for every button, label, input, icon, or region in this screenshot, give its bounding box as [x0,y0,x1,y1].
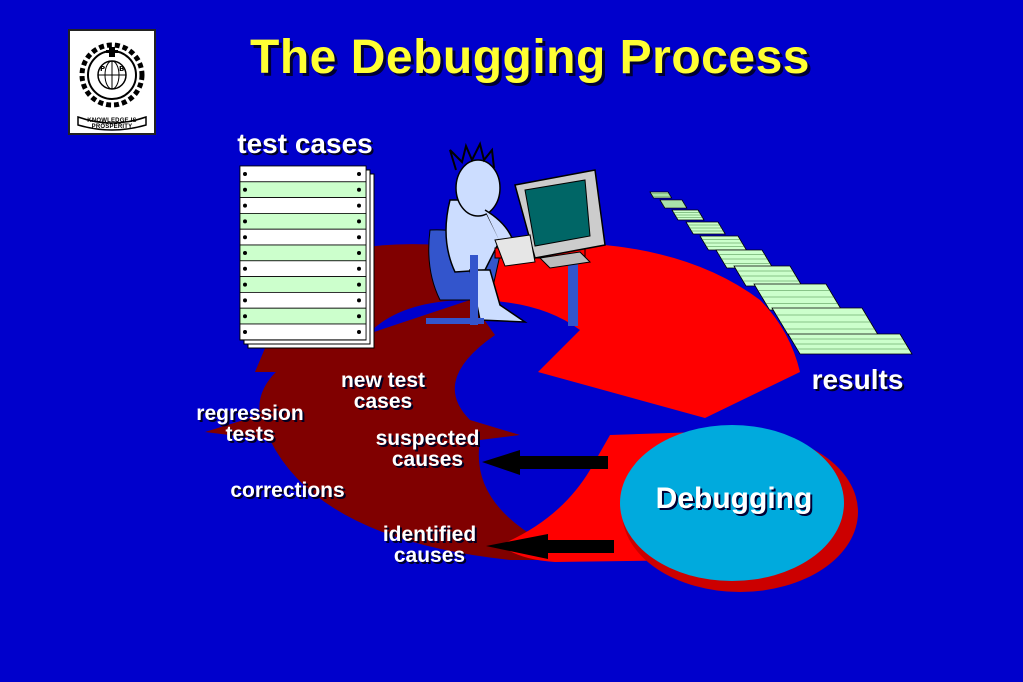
test-case-row [239,165,367,183]
sprocket-hole [243,219,247,224]
sprocket-hole [243,172,247,176]
sprocket-hole [357,219,361,224]
sprocket-hole [357,330,361,334]
sprocket-hole [243,282,247,287]
new-test-cases-label: new test cases [318,370,448,412]
test-cases-stack [239,165,375,349]
test-case-row [239,244,367,262]
flow-loop-bright [470,242,800,418]
suspected-causes-line-1: suspected [375,427,480,450]
regression-tests-line-2: tests [225,423,275,446]
debugging-label: Debugging [655,482,813,515]
test-case-row [239,181,367,199]
suspected-causes-line-2: causes [391,448,464,471]
results-paper-stream [649,191,913,355]
identified-causes-label: identified causes [362,524,497,566]
sprocket-hole [243,235,247,240]
logo-letter-b: B [119,65,124,73]
sprocket-hole [357,172,361,176]
arrow-to-suspected-causes [482,450,608,475]
regression-tests-label: regression tests [180,403,320,445]
programmer-figure [426,141,528,325]
identified-causes-line-2: causes [393,544,466,567]
test-case-row [239,307,367,325]
sprocket-hole [243,330,247,334]
test-case-row [239,276,367,293]
sprocket-hole [357,314,361,319]
sprocket-hole [357,282,361,287]
results-label: results [811,364,904,395]
test-case-row [239,197,367,214]
logo-letter-p: P [100,65,105,73]
computer-icon [494,169,606,326]
sprocket-hole [243,314,247,319]
corrections-label: corrections [230,479,345,502]
sprocket-hole [357,298,361,303]
sprocket-hole [357,187,361,192]
arrow-to-identified-causes [486,534,614,559]
test-case-row [239,260,367,277]
sprocket-hole [357,203,361,208]
sprocket-hole [243,266,247,271]
debugging-ellipse [620,425,844,581]
test-case-row [239,291,367,309]
test-case-row [239,228,367,246]
test-case-row [239,323,367,341]
sprocket-hole [357,251,361,255]
sprocket-hole [357,266,361,271]
suspected-causes-label: suspected causes [355,428,500,470]
sprocket-hole [243,203,247,208]
sprocket-hole [243,251,247,255]
sprocket-hole [357,235,361,240]
test-cases-label: test cases [237,128,373,159]
institution-logo: P B KNOWLEDGE IS PROSPERITY [68,29,156,135]
new-test-cases-line-2: cases [353,390,413,413]
slide-title: The Debugging Process [250,31,810,84]
logo-motto: KNOWLEDGE IS PROSPERITY [87,118,137,130]
identified-causes-line-1: identified [382,523,477,546]
new-test-cases-line-1: new test [340,369,426,392]
gear-emblem-icon: P B [77,42,147,131]
regression-tests-line-1: regression [196,402,304,425]
test-case-row [239,212,367,230]
sprocket-hole [243,187,247,192]
sprocket-hole [243,298,247,303]
